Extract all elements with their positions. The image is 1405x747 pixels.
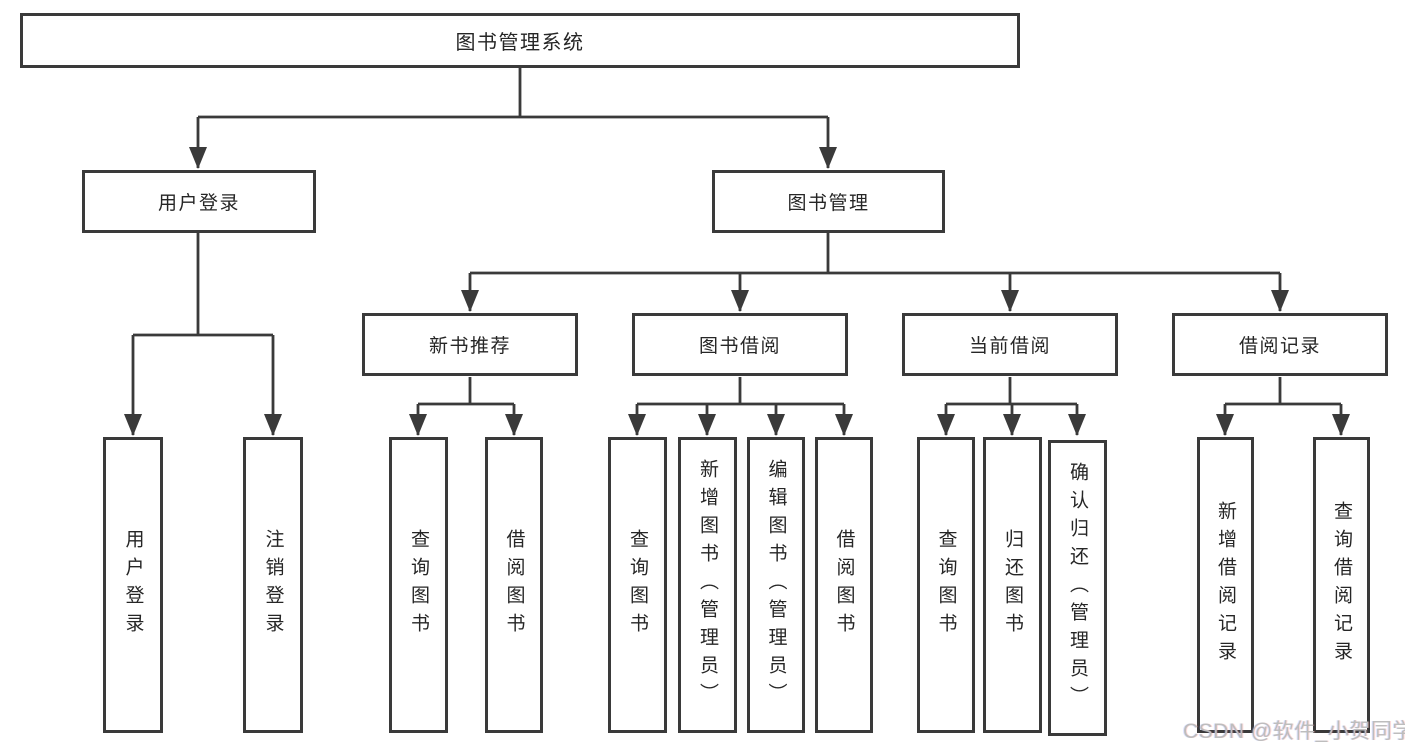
leaf-label: 确认归还（管理员） bbox=[1067, 462, 1088, 714]
leaf-label: 借阅图书 bbox=[833, 529, 855, 641]
leaf-label: 新增借阅记录 bbox=[1215, 501, 1236, 669]
node-label: 用户登录 bbox=[157, 193, 240, 214]
leaf-return-books: 归还图书 bbox=[983, 437, 1042, 733]
leaf-add-book-admin: 新增图书（管理员） bbox=[678, 437, 737, 733]
node-library-management-system: 图书管理系统 bbox=[20, 13, 1020, 68]
watermark: CSDN @软件_小贺同学 bbox=[1183, 720, 1405, 743]
node-book-management: 图书管理 bbox=[712, 170, 945, 233]
node-borrowing-records: 借阅记录 bbox=[1172, 313, 1388, 376]
node-label: 借阅记录 bbox=[1238, 336, 1321, 357]
leaf-label: 新增图书（管理员） bbox=[697, 459, 718, 711]
node-label: 图书管理 bbox=[787, 193, 870, 214]
leaf-logout: 注销登录 bbox=[243, 437, 303, 733]
leaf-label: 查询图书 bbox=[935, 529, 957, 641]
node-current-borrowing: 当前借阅 bbox=[902, 313, 1118, 376]
leaf-edit-book-admin: 编辑图书（管理员） bbox=[747, 437, 805, 733]
node-new-book-recommend: 新书推荐 bbox=[362, 313, 578, 376]
leaf-confirm-return-admin: 确认归还（管理员） bbox=[1048, 440, 1107, 736]
leaf-query-borrow-record: 查询借阅记录 bbox=[1313, 437, 1370, 733]
node-book-borrowing: 图书借阅 bbox=[632, 313, 848, 376]
leaf-label: 查询图书 bbox=[627, 529, 648, 641]
leaf-query-books-current: 查询图书 bbox=[917, 437, 975, 733]
leaf-label: 编辑图书（管理员） bbox=[765, 459, 787, 711]
leaf-label: 归还图书 bbox=[1002, 529, 1023, 641]
node-label: 新书推荐 bbox=[428, 336, 511, 357]
node-label: 图书借阅 bbox=[698, 336, 781, 357]
node-label: 图书管理系统 bbox=[455, 32, 585, 54]
leaf-borrow-books: 借阅图书 bbox=[815, 437, 873, 733]
leaf-label: 查询借阅记录 bbox=[1331, 501, 1352, 669]
leaf-label: 借阅图书 bbox=[503, 529, 525, 641]
leaf-query-books-recommend: 查询图书 bbox=[389, 437, 448, 733]
leaf-user-login: 用户登录 bbox=[103, 437, 163, 733]
leaf-label: 查询图书 bbox=[408, 529, 429, 641]
leaf-query-books-borrowing: 查询图书 bbox=[608, 437, 667, 733]
node-user-login: 用户登录 bbox=[82, 170, 316, 233]
leaf-label: 注销登录 bbox=[262, 529, 284, 641]
node-label: 当前借阅 bbox=[968, 336, 1051, 357]
leaf-borrow-books-recommend: 借阅图书 bbox=[485, 437, 543, 733]
leaf-add-borrow-record: 新增借阅记录 bbox=[1197, 437, 1254, 733]
leaf-label: 用户登录 bbox=[122, 529, 144, 641]
